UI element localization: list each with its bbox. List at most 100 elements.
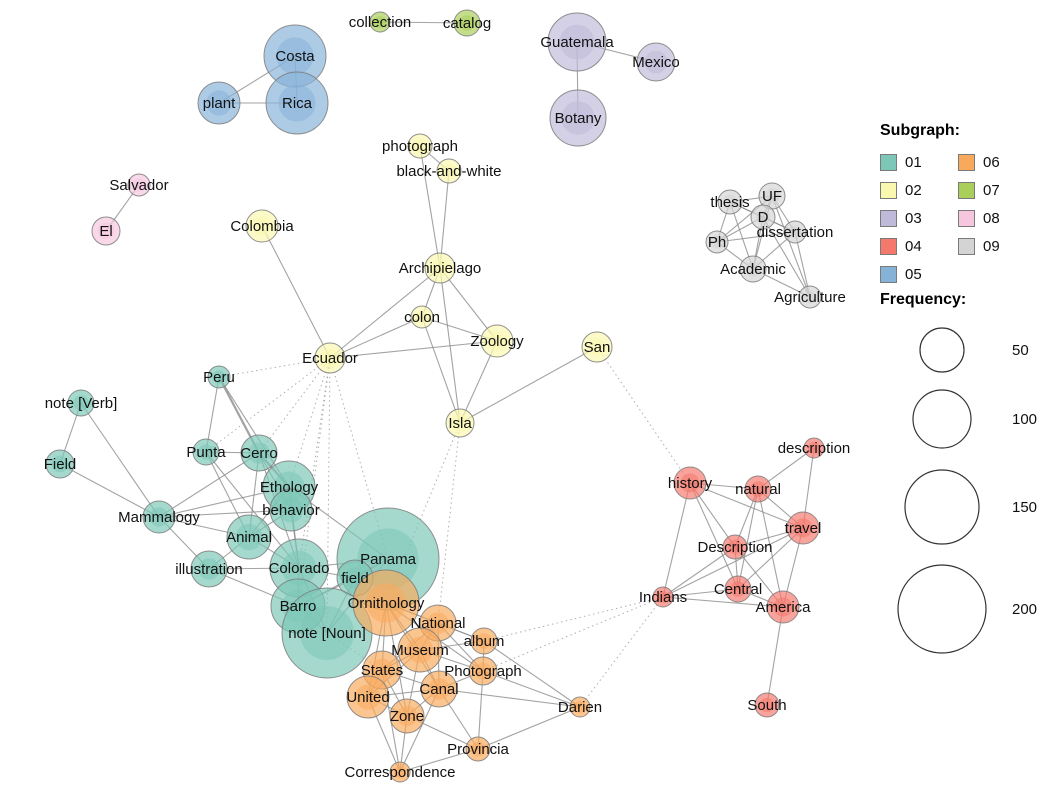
node-Indians[interactable] xyxy=(652,586,674,608)
node-illustration[interactable] xyxy=(190,550,228,588)
node-collection[interactable] xyxy=(369,11,391,33)
node-label-Colorado: Colorado xyxy=(269,560,330,577)
node-Museum[interactable] xyxy=(397,627,443,673)
node-Rica[interactable] xyxy=(265,71,329,135)
node-Provincia[interactable] xyxy=(465,736,491,762)
node-Central[interactable] xyxy=(724,575,752,603)
node-layer xyxy=(45,9,825,783)
node-label-San: San xyxy=(584,339,611,356)
edge-UF-Agriculture xyxy=(771,195,811,298)
node-Ecuador[interactable] xyxy=(314,342,346,374)
node-note [Verb][interactable] xyxy=(67,389,95,417)
node-colon[interactable] xyxy=(410,305,434,329)
edge-travel-Indians xyxy=(662,527,804,598)
node-Zoology[interactable] xyxy=(480,324,514,358)
node-Agriculture[interactable] xyxy=(798,285,822,309)
node-Correspondence[interactable] xyxy=(389,761,411,783)
node-label-Animal: Animal xyxy=(226,529,272,546)
node-label-black-and-white: black-and-white xyxy=(396,163,501,180)
frequency-circle-150 xyxy=(904,469,980,545)
node-Mammalogy[interactable] xyxy=(142,500,176,534)
frequency-value-100: 100 xyxy=(1012,411,1037,428)
legend-swatch-07 xyxy=(958,181,975,199)
edge-Indians-album xyxy=(483,596,664,642)
node-Photograph[interactable] xyxy=(468,656,498,686)
node-Animal[interactable] xyxy=(226,514,272,560)
node-South[interactable] xyxy=(754,692,780,718)
edge-D-Agriculture xyxy=(762,216,811,298)
legend-label-05: 05 xyxy=(905,265,922,283)
node-Ph[interactable] xyxy=(705,230,729,254)
node-Archipielago[interactable] xyxy=(424,252,456,284)
legend-swatch-02 xyxy=(880,181,897,199)
legend-label-02: 02 xyxy=(905,181,922,199)
node-UF[interactable] xyxy=(758,182,786,210)
node-Field[interactable] xyxy=(45,449,75,479)
node-Isla[interactable] xyxy=(445,408,475,438)
legend-swatch-09 xyxy=(958,237,975,255)
legend-label-06: 06 xyxy=(983,153,1000,171)
node-label-dissertation: dissertation xyxy=(757,224,834,241)
node-travel[interactable] xyxy=(786,511,820,545)
node-Canal[interactable] xyxy=(420,670,458,708)
node-Academic[interactable] xyxy=(739,255,767,283)
node-Darien[interactable] xyxy=(569,696,591,718)
frequency-legend-title: Frequency: xyxy=(880,291,967,308)
node-label-Archipielago: Archipielago xyxy=(399,260,482,277)
node-Mexico[interactable] xyxy=(636,42,676,82)
edge-Ph-dissertation xyxy=(716,231,796,243)
node-label-America: America xyxy=(755,599,811,616)
edge-Ecuador-Zoology xyxy=(329,340,498,359)
edge-Provincia-Correspondence xyxy=(399,748,479,773)
frequency-circle-100 xyxy=(912,389,972,449)
edge-Colombia-Ecuador xyxy=(261,225,331,359)
node-Ornithology[interactable] xyxy=(352,569,420,637)
legend-item-08: 08 xyxy=(958,209,1036,227)
node-United[interactable] xyxy=(346,675,390,719)
edge-Isla-National xyxy=(437,422,461,624)
node-label-Zone: Zone xyxy=(390,708,424,725)
node-plant[interactable] xyxy=(197,81,241,125)
legend-swatch-06 xyxy=(958,153,975,171)
node-label-Panama: Panama xyxy=(360,551,417,568)
node-history[interactable] xyxy=(673,466,707,500)
node-Botany[interactable] xyxy=(549,89,607,147)
node-Colombia[interactable] xyxy=(245,209,279,243)
node-label-Provincia: Provincia xyxy=(447,741,509,758)
node-Costa[interactable] xyxy=(263,24,327,88)
edge-Ecuador-Colorado xyxy=(298,357,331,569)
node-catalog[interactable] xyxy=(453,9,481,37)
subgraph-legend-title: Subgraph: xyxy=(880,122,960,139)
node-label-catalog: catalog xyxy=(443,15,491,32)
node-D[interactable] xyxy=(750,204,776,230)
legend-item-05: 05 xyxy=(880,265,958,283)
node-Cerro[interactable] xyxy=(240,434,278,472)
node-natural[interactable] xyxy=(744,475,772,503)
node-Salvador[interactable] xyxy=(127,173,151,197)
edge-black-and-white-Archipielago xyxy=(439,170,450,269)
node-El[interactable] xyxy=(91,216,121,246)
node-San[interactable] xyxy=(581,331,613,363)
edge-colon-Isla xyxy=(421,316,461,424)
node-thesis[interactable] xyxy=(717,189,743,215)
legend-label-09: 09 xyxy=(983,237,1000,255)
node-label-Isla: Isla xyxy=(448,415,472,432)
node-label-Ornithology: Ornithology xyxy=(348,595,425,612)
node-black-and-white[interactable] xyxy=(436,158,462,184)
node-America[interactable] xyxy=(766,590,800,624)
node-label-Barro: Barro xyxy=(280,598,317,615)
node-photograph[interactable] xyxy=(407,133,433,159)
node-Peru[interactable] xyxy=(207,365,231,389)
node-behavior[interactable] xyxy=(269,488,313,532)
node-album[interactable] xyxy=(470,627,498,655)
node-label-plant: plant xyxy=(203,95,236,112)
node-description[interactable] xyxy=(803,437,825,459)
node-Guatemala[interactable] xyxy=(547,12,607,72)
node-Description[interactable] xyxy=(722,534,748,560)
node-dissertation[interactable] xyxy=(783,220,807,244)
node-Zone[interactable] xyxy=(389,698,425,734)
node-Punta[interactable] xyxy=(192,438,220,466)
legend-label-01: 01 xyxy=(905,153,922,171)
legend-item-09: 09 xyxy=(958,237,1036,255)
